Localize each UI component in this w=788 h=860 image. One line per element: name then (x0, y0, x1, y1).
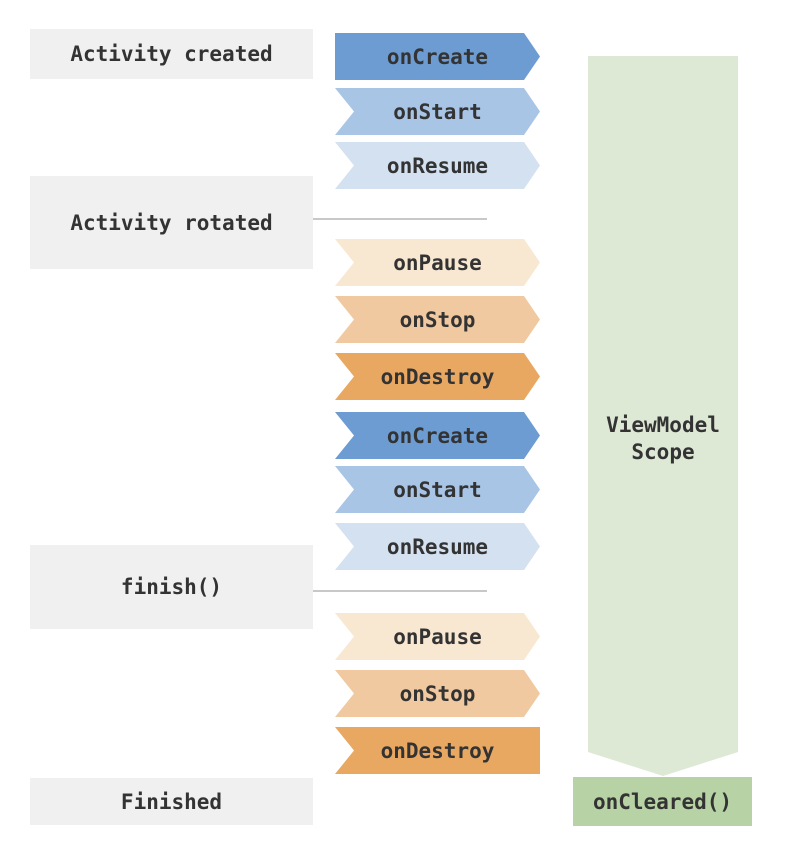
chevron-onpause-2: onPause (335, 613, 540, 660)
chevron-ondestroy-1: onDestroy (335, 353, 540, 400)
chevron-label: onStart (393, 477, 482, 502)
event-label-finish-call: finish() (120, 575, 223, 599)
event-box-finished: Finished (30, 778, 313, 825)
viewmodel-scope-label-line2: Scope (631, 440, 695, 464)
viewmodel-scope-label-line1: ViewModel (606, 413, 720, 437)
separator-line-rotated (313, 218, 487, 220)
chevron-label: onPause (393, 624, 482, 649)
event-box-activity-rotated: Activity rotated (30, 176, 313, 269)
oncleared-box: onCleared() (573, 777, 752, 826)
chevron-label: onDestroy (380, 738, 495, 763)
chevron-label: onStart (393, 99, 482, 124)
chevron-label: onPause (393, 250, 482, 275)
viewmodel-scope-arrow-tip-icon (588, 752, 738, 776)
chevron-ondestroy-2: onDestroy (335, 727, 540, 774)
chevron-label: onDestroy (380, 364, 495, 389)
event-label-finished: Finished (120, 789, 223, 814)
chevron-onresume-1: onResume (335, 142, 540, 189)
viewmodel-scope-label: ViewModel Scope (588, 412, 738, 466)
event-box-finish-call: finish() (30, 545, 313, 629)
chevron-label: onResume (386, 153, 489, 178)
chevron-onstart-2: onStart (335, 466, 540, 513)
chevron-label: onStop (399, 681, 476, 706)
chevron-label: onResume (386, 534, 489, 559)
chevron-onstop-1: onStop (335, 296, 540, 343)
separator-line-finish (313, 590, 487, 592)
chevron-oncreate-2: onCreate (335, 412, 540, 459)
event-label-activity-rotated: Activity rotated (70, 210, 273, 235)
chevron-label: onStop (399, 307, 476, 332)
chevron-label: onCreate (386, 44, 489, 69)
chevron-label: onCreate (386, 423, 489, 448)
chevron-onstart-1: onStart (335, 88, 540, 135)
chevron-onpause-1: onPause (335, 239, 540, 286)
oncleared-label: onCleared() (592, 789, 733, 814)
event-label-activity-created: Activity created (70, 42, 273, 66)
chevron-onstop-2: onStop (335, 670, 540, 717)
event-box-activity-created: Activity created (30, 29, 313, 79)
chevron-oncreate-1: onCreate (335, 33, 540, 80)
chevron-onresume-2: onResume (335, 523, 540, 570)
viewmodel-scope-arrow-body (588, 56, 738, 752)
